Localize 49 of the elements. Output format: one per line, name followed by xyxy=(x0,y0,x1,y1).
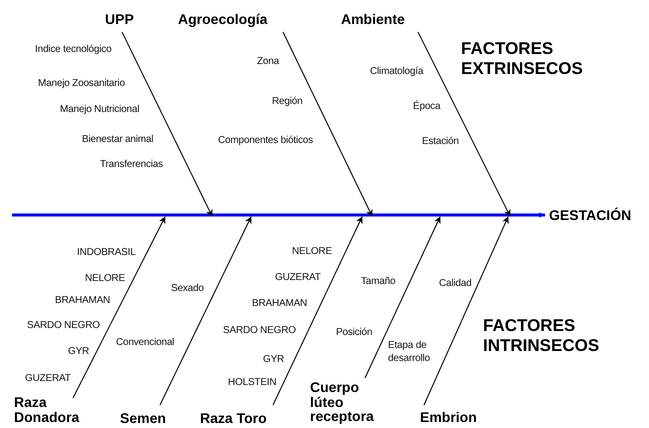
category-label: Agroecología xyxy=(178,12,278,27)
cause-label: Climatología xyxy=(370,66,424,78)
cause-label: Indice tecnológico xyxy=(35,44,112,56)
cause-label: SARDO NEGRO xyxy=(27,320,100,332)
category-label: Semen xyxy=(120,411,170,426)
cause-label: SARDO NEGRO xyxy=(223,325,296,338)
cause-label: Calidad xyxy=(439,278,472,290)
cause-label: INDOBRASIL xyxy=(77,247,136,260)
bone-arrow xyxy=(122,32,212,217)
bone-arrow xyxy=(160,216,252,406)
category-label: Raza Donadora xyxy=(14,395,104,424)
cause-label: Transferencias xyxy=(100,159,163,172)
cause-label: Manejo Zoosanitario xyxy=(38,78,125,90)
cause-label: BRAHAMAN xyxy=(252,298,308,310)
cause-label: Manejo Nutricional xyxy=(60,104,140,116)
cause-label: Convencional xyxy=(116,337,174,350)
factor-group-heading: FACTORES EXTRINSECOS xyxy=(461,39,584,80)
cause-label: GYR xyxy=(68,346,90,358)
spine-arrow xyxy=(12,212,546,218)
cause-label: HOLSTEIN xyxy=(228,377,276,390)
cause-label: BRAHAMAN xyxy=(55,295,110,308)
bone-arrow xyxy=(424,216,509,406)
bone-arrow xyxy=(282,32,372,217)
cause-label: Etapa de desarrollo xyxy=(388,340,431,365)
category-label: Raza Toro xyxy=(200,411,280,426)
bone-arrow xyxy=(418,32,510,217)
cause-label: GYR xyxy=(263,354,284,366)
category-label: Cuerpo lúteo receptora xyxy=(310,380,372,424)
cause-label: Sexado xyxy=(171,283,204,296)
cause-label: Componentes bióticos xyxy=(218,135,313,148)
cause-label: Región xyxy=(272,96,302,108)
bone-arrow xyxy=(364,216,440,378)
category-label: Ambiente xyxy=(341,12,421,27)
category-label: UPP xyxy=(105,12,145,27)
factor-group-heading: FACTORES INTRINSECOS xyxy=(483,316,600,357)
cause-label: Zona xyxy=(257,56,279,68)
cause-label: NELORE xyxy=(292,246,332,258)
cause-label: Bienestar animal xyxy=(82,134,154,146)
effect-label: GESTACIÓN xyxy=(549,208,649,223)
cause-label: Estación xyxy=(422,136,459,148)
category-label: Embrion xyxy=(420,410,490,425)
cause-label: GUZERAT xyxy=(25,373,71,386)
bone-arrow xyxy=(72,216,166,398)
bone-arrow xyxy=(272,216,362,406)
cause-label: GUZERAT xyxy=(275,272,321,284)
cause-label: NELORE xyxy=(85,273,125,286)
cause-label: Época xyxy=(413,101,440,114)
cause-label: Tamaño xyxy=(361,276,396,288)
cause-label: Posición xyxy=(336,327,372,340)
